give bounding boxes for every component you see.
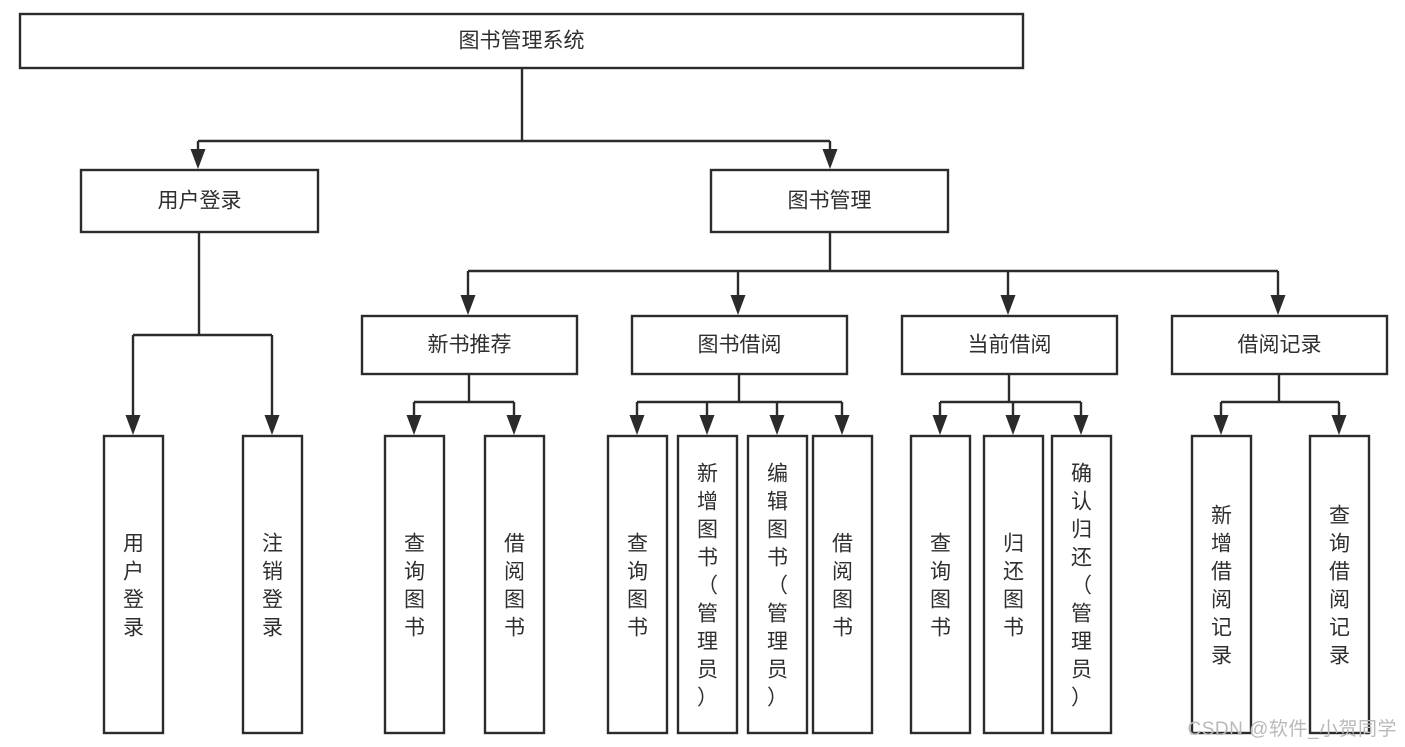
node-borrow-record[interactable]: 借阅记录	[1170, 314, 1389, 376]
node-box-book-borrow[interactable]	[630, 314, 849, 376]
node-label-current-borrow: 当前借阅	[968, 334, 1052, 357]
connector-book-manage-to-level3	[460, 232, 1286, 315]
node-box-leaf-confirm-return[interactable]	[1050, 434, 1113, 735]
connector-arrowhead	[406, 415, 422, 435]
connector-arrowhead	[699, 415, 715, 435]
node-label-leaf-user-login: 用户登录	[123, 533, 144, 640]
node-box-leaf-user-logout[interactable]	[241, 434, 304, 735]
node-box-book-manage[interactable]	[709, 168, 950, 234]
connector-arrowhead	[932, 415, 948, 435]
node-label-leaf-confirm-return: 确认归还（管理员）	[1071, 463, 1092, 710]
node-leaf-borrow-book-1[interactable]: 借阅图书	[483, 434, 546, 735]
node-label-leaf-user-logout: 注销登录	[262, 533, 283, 640]
node-book-manage[interactable]: 图书管理	[709, 168, 950, 234]
node-box-leaf-return-book[interactable]	[982, 434, 1045, 735]
connector-book-borrow-to-leaves	[629, 374, 850, 435]
node-leaf-user-login[interactable]: 用户登录	[102, 434, 165, 735]
connector-arrowhead	[834, 415, 850, 435]
connector-arrowhead	[730, 295, 746, 315]
connector-arrowhead	[506, 415, 522, 435]
connector-root-to-level2	[190, 68, 838, 169]
node-label-leaf-edit-book: 编辑图书（管理员）	[767, 463, 788, 710]
node-label-leaf-add-book: 新增图书（管理员）	[697, 463, 718, 710]
connectors-layer	[125, 68, 1347, 435]
node-box-leaf-add-record[interactable]	[1190, 434, 1253, 735]
node-box-leaf-query-record[interactable]	[1308, 434, 1371, 735]
node-current-borrow[interactable]: 当前借阅	[900, 314, 1119, 376]
csdn-watermark: CSDN @软件_小贺同学	[1187, 719, 1397, 740]
node-leaf-borrow-book-2[interactable]: 借阅图书	[811, 434, 874, 735]
node-leaf-edit-book[interactable]: 编辑图书（管理员）	[746, 434, 809, 735]
node-label-leaf-query-book-3: 查询图书	[930, 533, 951, 640]
node-leaf-query-book-1[interactable]: 查询图书	[383, 434, 446, 735]
node-user-login[interactable]: 用户登录	[79, 168, 320, 234]
node-leaf-user-logout[interactable]: 注销登录	[241, 434, 304, 735]
node-box-new-book-rec[interactable]	[360, 314, 579, 376]
node-label-new-book-rec: 新书推荐	[428, 334, 512, 357]
connector-arrowhead	[1331, 415, 1347, 435]
node-label-leaf-borrow-book-1: 借阅图书	[504, 533, 525, 640]
node-label-book-manage: 图书管理	[788, 190, 872, 213]
node-label-borrow-record: 借阅记录	[1238, 334, 1322, 357]
node-leaf-add-book[interactable]: 新增图书（管理员）	[676, 434, 739, 735]
node-label-leaf-query-book-1: 查询图书	[404, 533, 425, 640]
node-box-root[interactable]	[18, 12, 1025, 70]
node-label-leaf-add-record: 新增借阅记录	[1211, 505, 1232, 668]
node-leaf-query-record[interactable]: 查询借阅记录	[1308, 434, 1371, 735]
connector-arrowhead	[264, 415, 280, 435]
connector-current-borrow-to-leaves	[932, 374, 1089, 435]
connector-arrowhead	[629, 415, 645, 435]
node-label-leaf-borrow-book-2: 借阅图书	[832, 533, 853, 640]
node-box-leaf-user-login[interactable]	[102, 434, 165, 735]
node-label-user-login: 用户登录	[158, 190, 242, 213]
connector-arrowhead	[1000, 295, 1016, 315]
node-label-book-borrow: 图书借阅	[698, 334, 782, 357]
connector-arrowhead	[460, 295, 476, 315]
connector-arrowhead	[769, 415, 785, 435]
node-box-current-borrow[interactable]	[900, 314, 1119, 376]
connector-arrowhead	[1213, 415, 1229, 435]
node-box-leaf-query-book-3[interactable]	[909, 434, 972, 735]
node-leaf-query-book-2[interactable]: 查询图书	[606, 434, 669, 735]
connector-arrowhead	[1073, 415, 1089, 435]
node-leaf-query-book-3[interactable]: 查询图书	[909, 434, 972, 735]
connector-arrowhead	[125, 415, 141, 435]
node-new-book-rec[interactable]: 新书推荐	[360, 314, 579, 376]
node-label-leaf-return-book: 归还图书	[1003, 533, 1024, 640]
node-book-borrow[interactable]: 图书借阅	[630, 314, 849, 376]
node-box-leaf-query-book-2[interactable]	[606, 434, 669, 735]
node-root[interactable]: 图书管理系统	[18, 12, 1025, 70]
node-label-leaf-query-record: 查询借阅记录	[1329, 505, 1350, 668]
node-box-leaf-query-book-1[interactable]	[383, 434, 446, 735]
node-box-leaf-add-book[interactable]	[676, 434, 739, 735]
connector-borrow-record-to-leaves	[1213, 374, 1347, 435]
node-leaf-return-book[interactable]: 归还图书	[982, 434, 1045, 735]
node-label-root: 图书管理系统	[459, 30, 585, 53]
connector-arrowhead	[190, 149, 206, 169]
nodes-layer: 图书管理系统用户登录图书管理新书推荐图书借阅当前借阅借阅记录用户登录注销登录查询…	[18, 12, 1389, 735]
node-box-user-login[interactable]	[79, 168, 320, 234]
connector-arrowhead	[1005, 415, 1021, 435]
node-box-leaf-borrow-book-2[interactable]	[811, 434, 874, 735]
connector-arrowhead	[822, 149, 838, 169]
node-box-borrow-record[interactable]	[1170, 314, 1389, 376]
connector-new-book-rec-to-leaves	[406, 374, 522, 435]
node-label-leaf-query-book-2: 查询图书	[627, 533, 648, 640]
node-box-leaf-borrow-book-1[interactable]	[483, 434, 546, 735]
node-leaf-confirm-return[interactable]: 确认归还（管理员）	[1050, 434, 1113, 735]
node-leaf-add-record[interactable]: 新增借阅记录	[1190, 434, 1253, 735]
connector-arrowhead	[1270, 295, 1286, 315]
node-box-leaf-edit-book[interactable]	[746, 434, 809, 735]
connector-user-login-to-leaves	[125, 232, 280, 435]
